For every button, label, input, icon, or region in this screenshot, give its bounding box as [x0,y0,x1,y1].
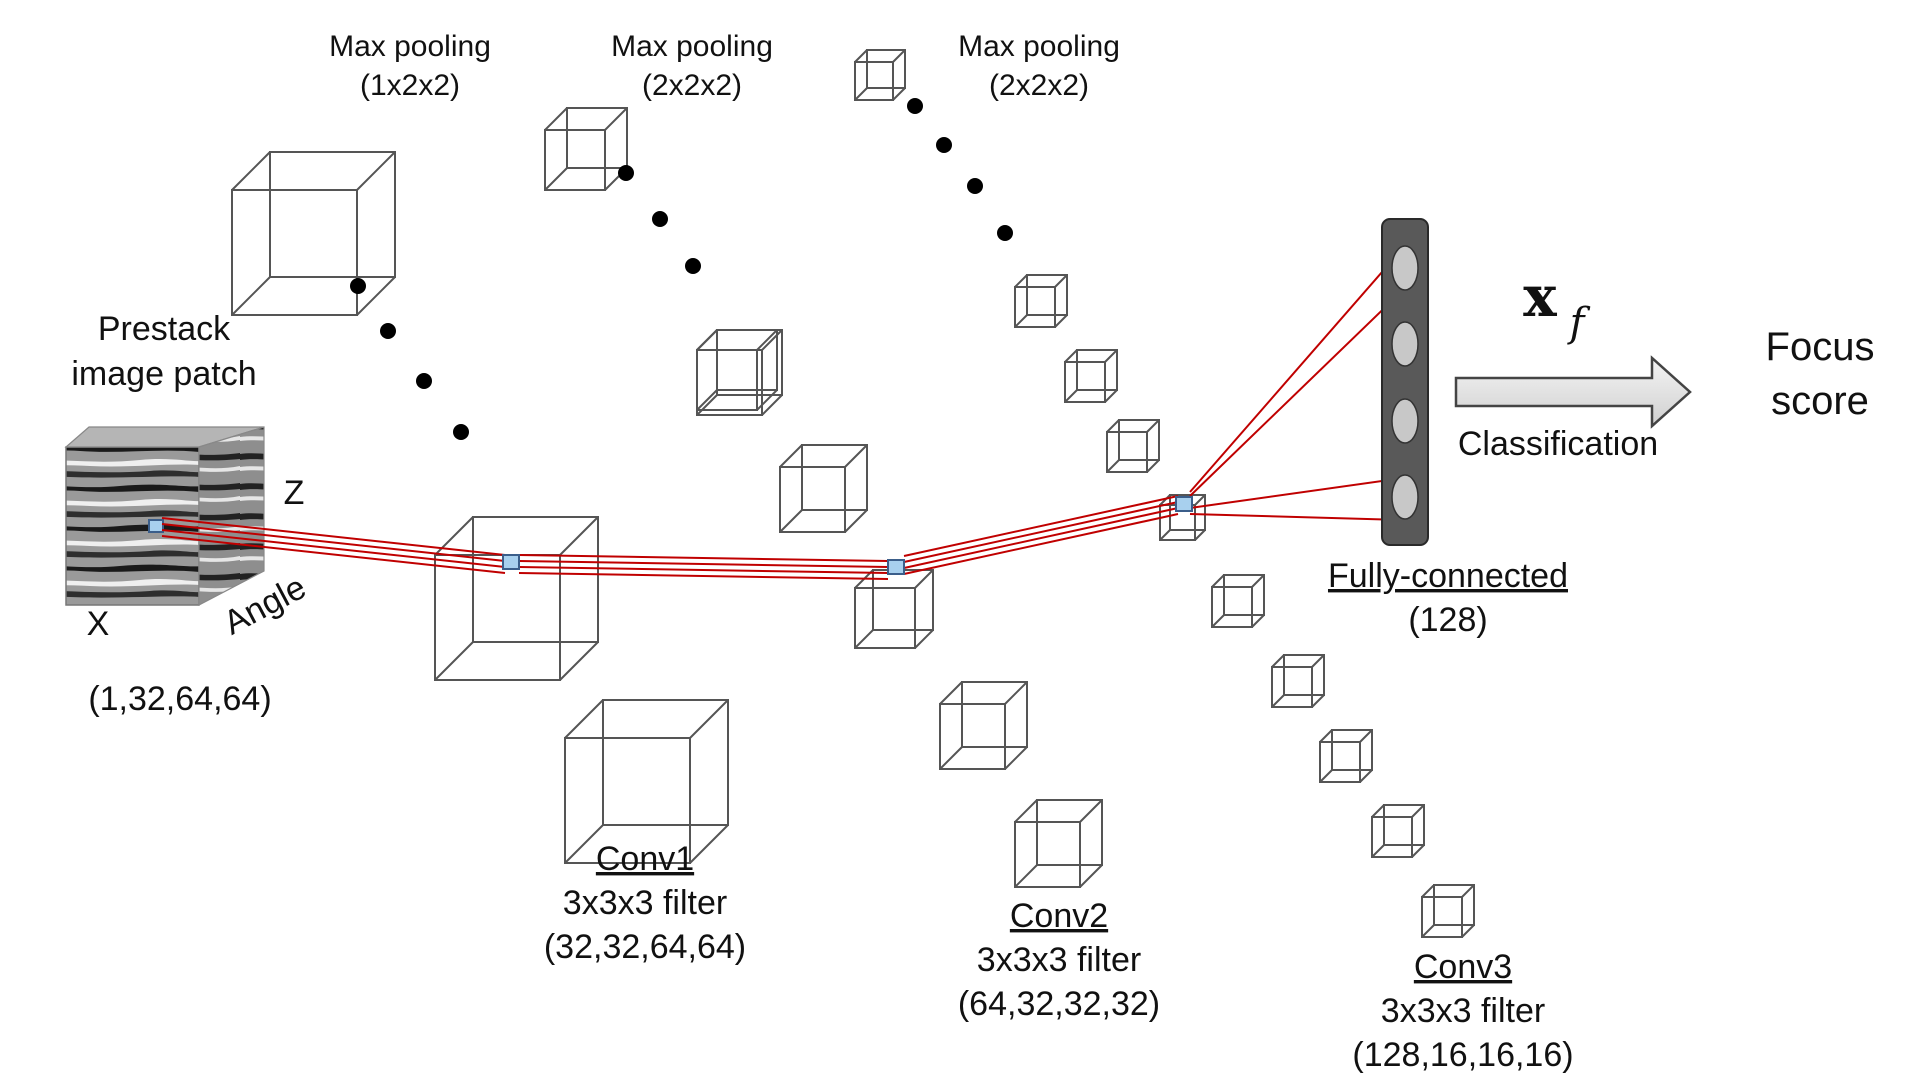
ellipsis-dot [967,178,983,194]
focus-score-line2: score [1771,379,1869,423]
feature-map-cubes [231,49,1475,938]
wireframe-cube [1421,884,1475,938]
ellipsis-dot [453,424,469,440]
conv2-shape: (64,32,32,32) [958,985,1160,1023]
ellipsis-dot [652,211,668,227]
conv3-filter: 3x3x3 filter [1381,992,1545,1030]
fc-node [1391,474,1419,520]
wireframe-cube [854,569,934,649]
wireframe-cube [1014,274,1068,328]
fc-size: (128) [1408,601,1487,639]
conv1-filter: 3x3x3 filter [563,884,727,922]
focus-score-line1: Focus [1766,325,1875,369]
classification-label: Classification [1458,425,1658,463]
ellipsis-dot [618,165,634,181]
feature-vector-subscript: f [1567,300,1591,346]
input-shape-label: (1,32,64,64) [88,680,271,718]
conv2-filter: 3x3x3 filter [977,941,1141,979]
wireframe-cube [696,329,778,411]
fc-name: Fully-connected [1328,557,1568,595]
wireframe-cube [1106,419,1160,473]
conv3-name: Conv3 [1414,948,1512,986]
ellipsis-dots [350,98,1013,440]
wireframe-cube [696,329,783,416]
feature-vector-symbol: x [1523,264,1557,330]
axis-x-label: X [87,605,110,643]
pooling3-label: Max pooling [958,30,1120,63]
wireframe-cube [1159,494,1206,541]
pooling2-size: (2x2x2) [642,69,742,102]
conv3-shape: (128,16,16,16) [1352,1036,1573,1074]
ellipsis-dot [997,225,1013,241]
wireframe-cube [854,49,906,101]
pooling3-size: (2x2x2) [989,69,1089,102]
ellipsis-dot [416,373,432,389]
input-title-line1: Prestack [98,310,231,348]
wireframe-cube [1371,804,1425,858]
pooling1-label: Max pooling [329,30,491,63]
fc-node [1391,398,1419,444]
conv2-name: Conv2 [1010,897,1108,935]
ellipsis-dot [936,137,952,153]
input-cube [64,426,265,606]
wireframe-cube [1064,349,1118,403]
wireframe-cube [939,681,1028,770]
ellipsis-dot [380,323,396,339]
wireframe-cube [1319,729,1373,783]
filter-markers [502,496,1193,575]
wireframe-cube [1211,574,1265,628]
wireframe-cube [1271,654,1325,708]
wireframe-cube [434,516,599,681]
wireframe-cube [564,699,729,864]
wireframe-cube [544,107,628,191]
fc-node [1391,321,1419,367]
connection-lines [161,247,1404,580]
ellipsis-dot [685,258,701,274]
pooling1-size: (1x2x2) [360,69,460,102]
wireframe-cube [779,444,868,533]
conv1-shape: (32,32,64,64) [544,928,746,966]
pooling2-label: Max pooling [611,30,773,63]
input-title-line2: image patch [71,355,256,393]
fc-node [1391,245,1419,291]
wireframe-cube [1014,799,1103,888]
ellipsis-dot [907,98,923,114]
axis-z-label: Z [284,474,305,512]
classification-arrow [1454,355,1692,429]
conv1-name: Conv1 [596,840,694,878]
fully-connected-layer [1381,218,1429,546]
wireframe-cube [231,151,396,316]
ellipsis-dot [350,278,366,294]
